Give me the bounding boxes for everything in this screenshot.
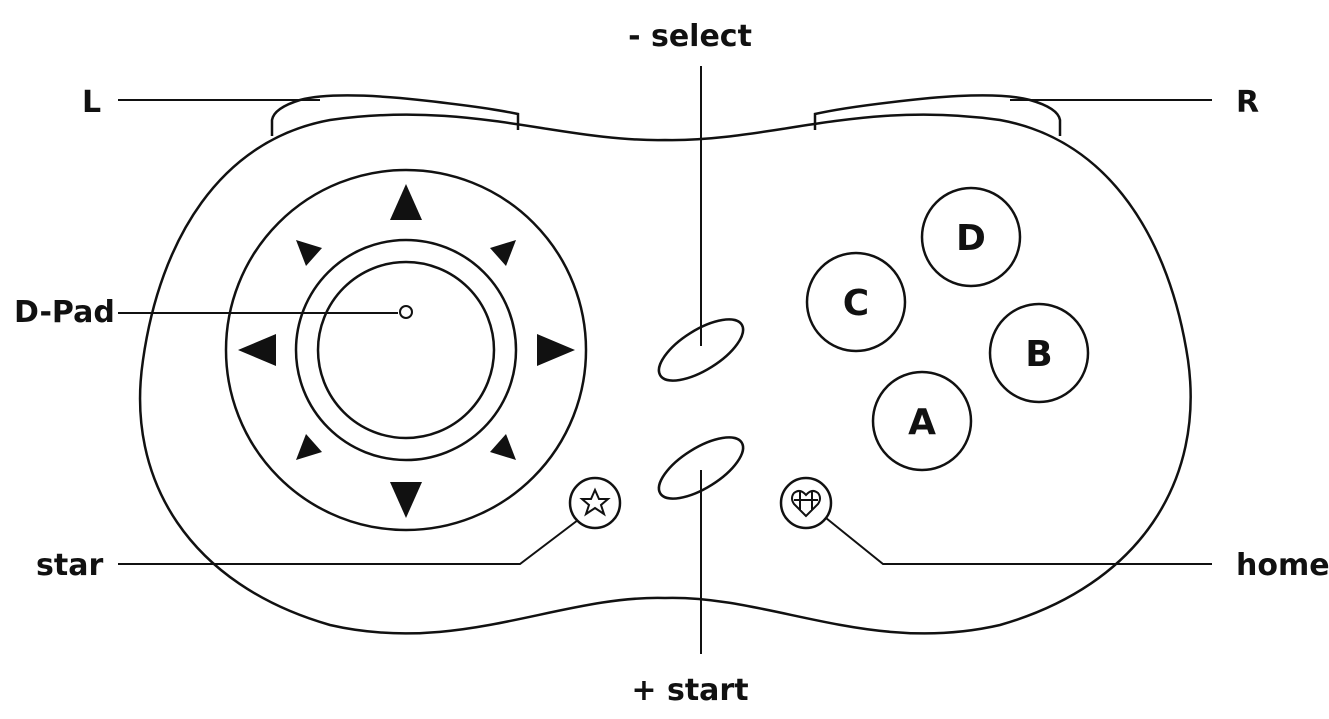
heart-icon — [791, 489, 821, 518]
star-button[interactable] — [568, 476, 622, 530]
button-c-label: C — [843, 283, 869, 324]
button-b-label: B — [1025, 334, 1052, 375]
dpad[interactable] — [224, 168, 588, 532]
label-star: star — [36, 548, 103, 583]
controller-body — [138, 113, 1192, 635]
label-start: + start — [631, 673, 748, 708]
dpad-up-left-arrow-icon[interactable] — [296, 240, 322, 266]
right-shoulder-button[interactable] — [813, 94, 1062, 136]
dpad-center-dot — [399, 305, 413, 319]
leader-lines — [118, 66, 1212, 654]
label-home: home — [1236, 548, 1329, 583]
label-r: R — [1236, 85, 1259, 120]
select-button[interactable] — [650, 308, 753, 393]
button-d[interactable]: D — [920, 186, 1022, 288]
dpad-left-arrow-icon[interactable] — [238, 334, 276, 366]
start-button[interactable] — [650, 426, 753, 511]
home-button[interactable] — [779, 476, 833, 530]
button-a-label: A — [908, 402, 936, 443]
button-c[interactable]: C — [805, 251, 907, 353]
left-shoulder-button[interactable] — [270, 94, 520, 136]
dpad-right-arrow-icon[interactable] — [537, 334, 575, 366]
button-d-label: D — [956, 218, 986, 259]
dpad-down-arrow-icon[interactable] — [390, 482, 422, 518]
dpad-down-right-arrow-icon[interactable] — [490, 434, 516, 460]
button-b[interactable]: B — [988, 302, 1090, 404]
label-l: L — [82, 85, 101, 120]
dpad-up-right-arrow-icon[interactable] — [490, 240, 516, 266]
label-select: - select — [628, 19, 752, 54]
button-a[interactable]: A — [871, 370, 973, 472]
label-dpad: D-Pad — [14, 295, 115, 330]
dpad-up-arrow-icon[interactable] — [390, 184, 422, 220]
star-icon — [579, 487, 611, 517]
dpad-down-left-arrow-icon[interactable] — [296, 434, 322, 460]
